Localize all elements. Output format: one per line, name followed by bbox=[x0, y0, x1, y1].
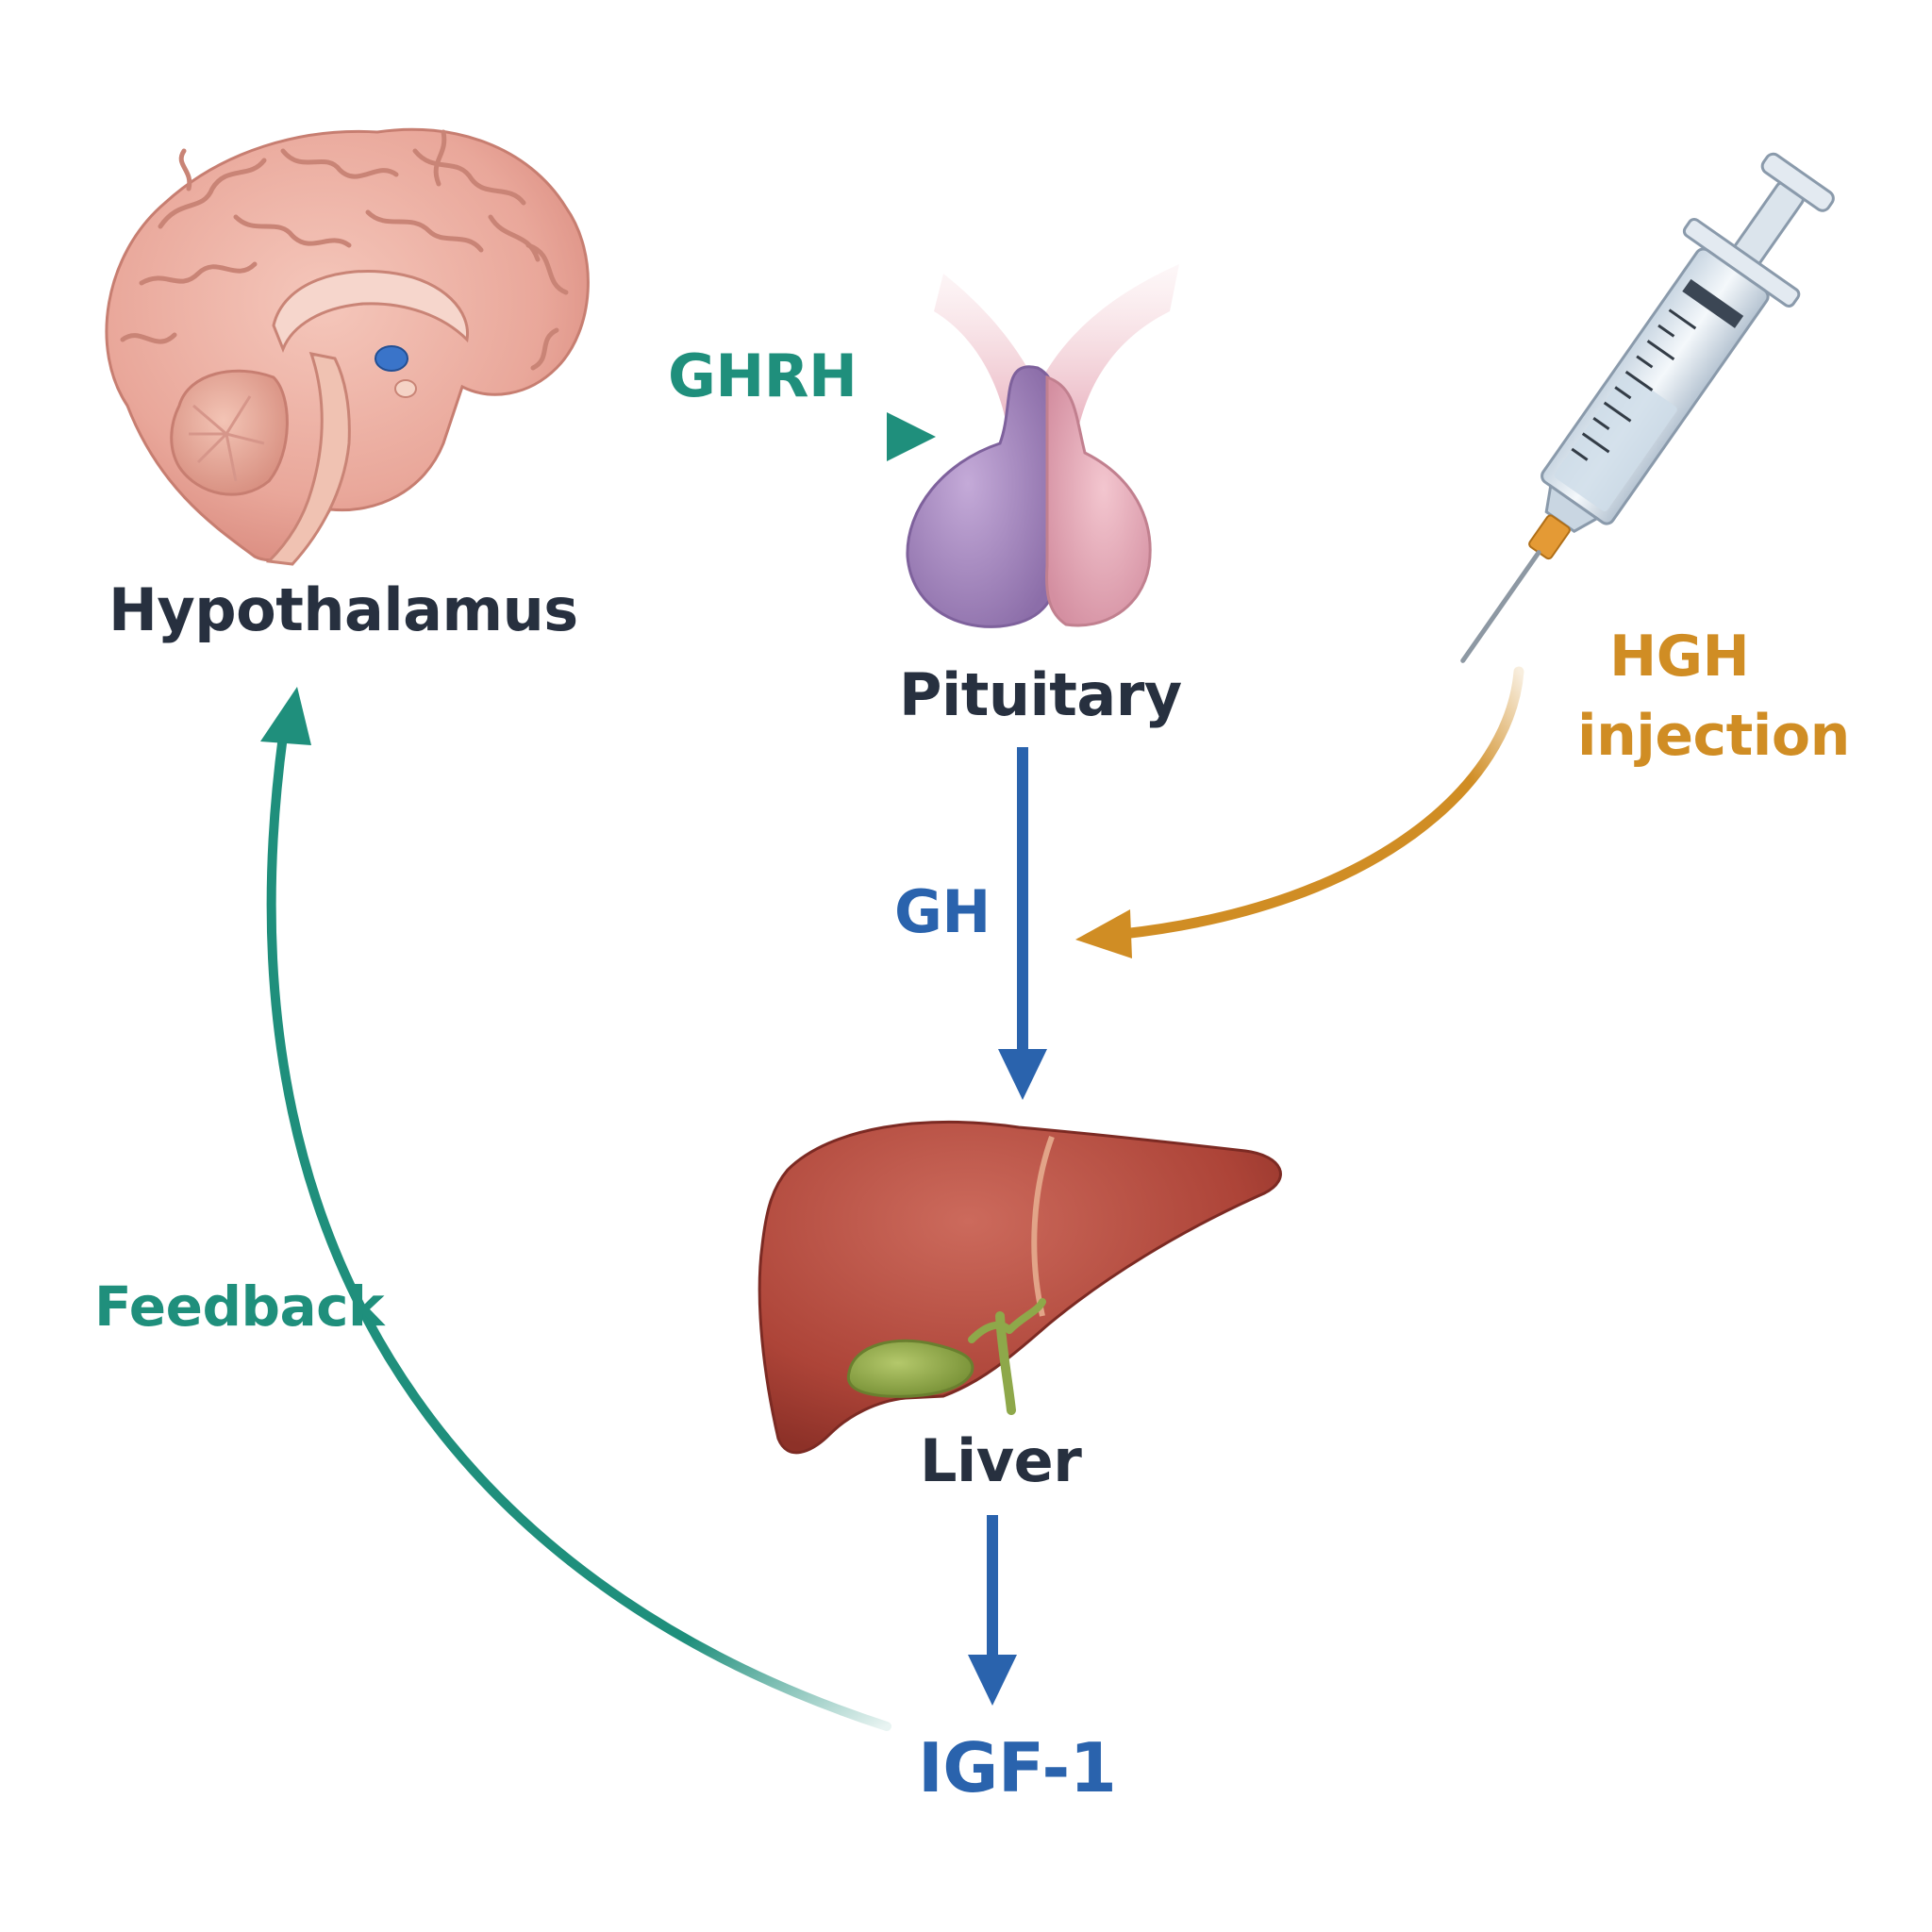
injection-label: injection bbox=[1577, 703, 1850, 769]
gh-label: GH bbox=[894, 877, 991, 946]
pituitary-label: Pituitary bbox=[899, 660, 1182, 729]
feedback-label: Feedback bbox=[94, 1274, 385, 1339]
pituitary-gland-illustration bbox=[906, 264, 1179, 628]
hgh-injection-arrow bbox=[1075, 666, 1524, 958]
ghrh-label: GHRH bbox=[668, 341, 858, 410]
feedback-arrow bbox=[260, 687, 891, 1731]
igf1-label: IGF-1 bbox=[918, 1728, 1117, 1807]
gh-arrow bbox=[998, 747, 1047, 1100]
hypothalamus-label: Hypothalamus bbox=[108, 575, 578, 644]
liver-label: Liver bbox=[920, 1426, 1082, 1495]
hgh-label: HGH bbox=[1609, 624, 1750, 690]
ghrh-arrow bbox=[505, 412, 936, 461]
liver-illustration bbox=[758, 1120, 1282, 1455]
brain-illustration bbox=[105, 127, 590, 566]
igf1-arrow bbox=[968, 1515, 1017, 1706]
syringe-icon bbox=[1460, 152, 1835, 663]
